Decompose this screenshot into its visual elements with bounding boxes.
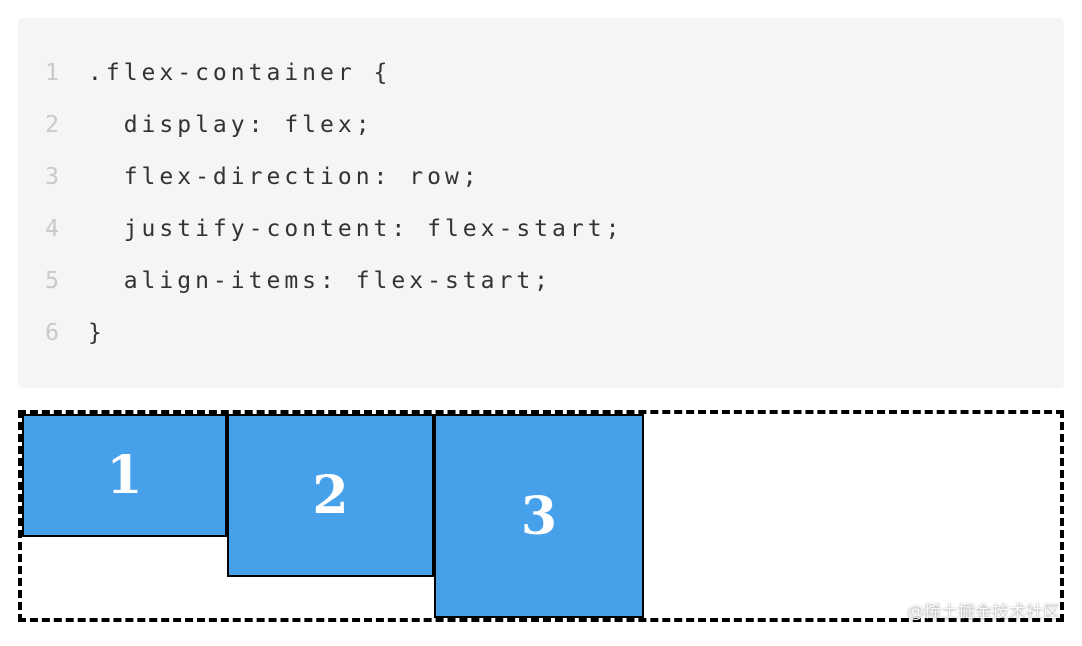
code-text: justify-content: flex-start; (88, 216, 624, 242)
code-text: .flex-container { (88, 60, 392, 86)
code-text: } (88, 320, 106, 346)
flex-item-1: 1 (22, 414, 227, 537)
code-text: flex-direction: row; (88, 164, 481, 190)
code-line: 4 justify-content: flex-start; (18, 203, 1064, 255)
css-code-block: 1 .flex-container { 2 display: flex; 3 f… (18, 18, 1064, 388)
code-text: display: flex; (88, 112, 374, 138)
line-number: 5 (45, 268, 59, 294)
line-number: 1 (45, 60, 59, 86)
flex-item-2: 2 (227, 414, 434, 577)
flex-item-label: 1 (106, 445, 143, 506)
code-line: 2 display: flex; (18, 99, 1064, 151)
code-line: 5 align-items: flex-start; (18, 255, 1064, 307)
flex-item-label: 2 (312, 465, 349, 526)
flex-item-3: 3 (434, 414, 644, 618)
flex-container-demo: 1 2 3 @稀土掘金技术社区 (18, 410, 1064, 622)
line-number: 4 (45, 216, 59, 242)
flex-item-label: 3 (520, 485, 558, 547)
code-line: 1 .flex-container { (18, 47, 1064, 99)
code-text: align-items: flex-start; (88, 268, 553, 294)
line-number: 3 (45, 164, 59, 190)
watermark: @稀土掘金技术社区 (907, 602, 1060, 622)
code-line: 6 } (18, 307, 1064, 359)
line-number: 2 (45, 112, 59, 138)
line-number: 6 (45, 320, 59, 346)
code-line: 3 flex-direction: row; (18, 151, 1064, 203)
